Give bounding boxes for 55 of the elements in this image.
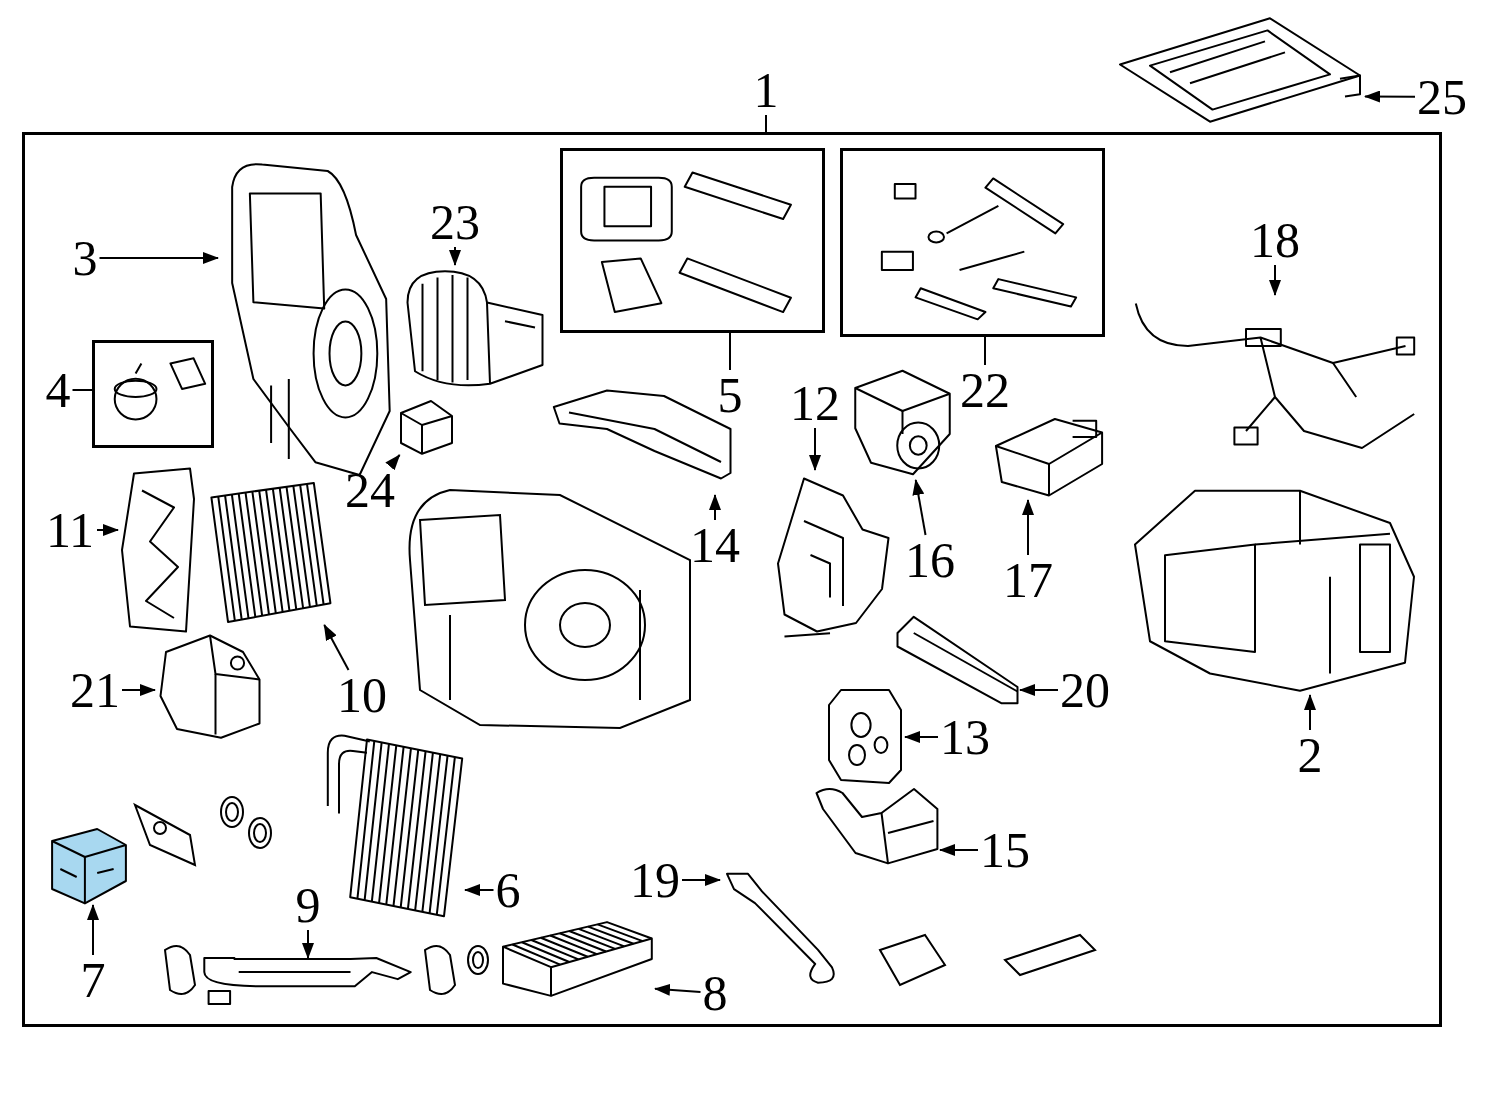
callout-number: 17 — [1001, 555, 1055, 605]
sensor-block-drawing — [48, 825, 130, 905]
callout-number: 12 — [788, 378, 842, 428]
leader-line — [87, 904, 99, 956]
leader-line — [1364, 90, 1416, 103]
callout-number: 3 — [70, 233, 100, 283]
leader-line — [729, 332, 731, 371]
callout-number: 19 — [628, 855, 682, 905]
callout-number: 22 — [958, 365, 1012, 415]
leader-line — [96, 524, 119, 536]
leader-line — [654, 983, 702, 996]
leader-line — [71, 389, 93, 391]
leader-line — [939, 844, 979, 856]
callout-number: 9 — [293, 880, 323, 930]
callout-number: 20 — [1058, 665, 1112, 715]
callout-number: 16 — [903, 535, 957, 585]
callout-number: 7 — [78, 955, 108, 1005]
leader-line — [449, 246, 461, 266]
callout-number: 13 — [938, 712, 992, 762]
callout-number: 24 — [343, 465, 397, 515]
callout-number: 15 — [978, 825, 1032, 875]
leader-line — [1019, 684, 1059, 696]
leader-line — [765, 114, 767, 133]
leader-line — [1269, 264, 1281, 296]
leader-line — [323, 624, 350, 671]
callout-number: 23 — [428, 197, 482, 247]
leader-line — [984, 336, 986, 366]
leader-line — [98, 252, 219, 264]
hose-drawing — [200, 958, 415, 1005]
callout-number: 14 — [688, 520, 742, 570]
callout-number: 11 — [43, 505, 97, 555]
leader-line — [1022, 499, 1034, 556]
callout-number: 4 — [43, 365, 73, 415]
leader-line — [1304, 694, 1316, 731]
callout-number: 10 — [335, 670, 389, 720]
callout-number: 5 — [715, 370, 745, 420]
callout-number: 2 — [1295, 730, 1325, 780]
leader-line — [121, 684, 156, 696]
callout-number: 1 — [751, 65, 781, 115]
callout-number: 8 — [700, 968, 730, 1018]
leader-line — [709, 494, 721, 521]
leader-line — [904, 731, 939, 743]
callout-number: 25 — [1415, 72, 1469, 122]
callout-number: 6 — [493, 865, 523, 915]
leader-line — [912, 479, 927, 536]
leader-line — [302, 929, 314, 959]
callout-number: 21 — [68, 665, 122, 715]
leader-line — [464, 884, 495, 896]
leader-line — [809, 427, 821, 471]
panel-drawing — [118, 465, 198, 635]
parts-frame — [22, 132, 1442, 1027]
leader-line — [681, 874, 721, 886]
callout-number: 18 — [1248, 215, 1302, 265]
seal-strip-drawing — [895, 615, 1020, 705]
leader-line — [385, 454, 401, 471]
